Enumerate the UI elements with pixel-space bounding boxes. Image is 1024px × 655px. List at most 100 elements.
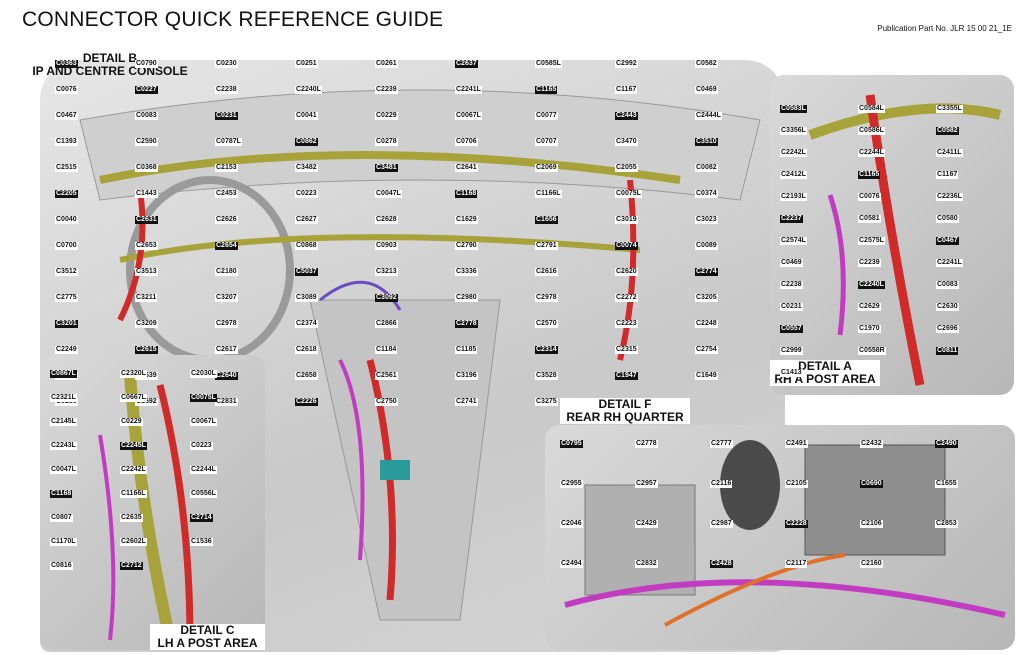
connector-label: C2428	[710, 560, 733, 568]
connector-label: C2616	[535, 268, 558, 276]
connector-label: C2491	[785, 440, 808, 448]
detail-f-line2: REAR RH QUARTER	[566, 410, 684, 424]
connector-label: C3205	[695, 294, 718, 302]
connector-label: C0047L	[50, 466, 77, 474]
connector-label: C2153	[215, 164, 238, 172]
connector-label: C2640	[215, 372, 238, 380]
connector-label: C1168	[455, 190, 478, 198]
connector-label: C3510	[695, 138, 718, 146]
connector-label: C2228	[785, 520, 808, 528]
connector-label: C2626	[215, 216, 238, 224]
connector-label: C2978	[215, 320, 238, 328]
connector-label: C0075L	[615, 190, 642, 198]
connector-label: C3482	[295, 164, 318, 172]
connector-label: C3201	[55, 320, 78, 328]
connector-label: C0231	[215, 112, 238, 120]
connector-label: C0580	[936, 215, 959, 223]
connector-label: C0223	[295, 190, 318, 198]
connector-label: C0231	[780, 303, 803, 311]
connector-label: C1629	[455, 216, 478, 224]
connector-label: C0227	[135, 86, 158, 94]
connector-label: C2853	[935, 520, 958, 528]
connector-label: C2320L	[120, 370, 147, 378]
connector-label: C0229	[375, 112, 398, 120]
detail-b-caption: DETAIL B IP AND CENTRE CONSOLE	[10, 52, 210, 78]
connector-label: C2741	[455, 398, 478, 406]
connector-label: C0706	[455, 138, 478, 146]
connector-label: C2117	[785, 560, 808, 568]
connector-label: C0067L	[190, 418, 217, 426]
detail-f-caption: DETAIL F REAR RH QUARTER	[560, 398, 690, 424]
connector-label: C2321L	[50, 394, 77, 402]
connector-label: C0811	[936, 347, 959, 355]
connector-label: C3513	[135, 268, 158, 276]
detail-a-line1: DETAIL A	[798, 359, 852, 373]
detail-c-caption: DETAIL C LH A POST AREA	[150, 624, 265, 650]
detail-c-line1: DETAIL C	[180, 623, 235, 637]
connector-label: C2957	[635, 480, 658, 488]
connector-label: C2055	[615, 164, 638, 172]
connector-label: C0581	[858, 215, 881, 223]
connector-label: C2245L	[120, 442, 147, 450]
connector-label: C0667L	[120, 394, 147, 402]
connector-label: C0040	[55, 216, 78, 224]
connector-label: C2223	[615, 320, 638, 328]
connector-label: C0469	[695, 86, 718, 94]
connector-label: C2627	[295, 216, 318, 224]
connector-label: C2602L	[120, 538, 147, 546]
connector-label: C2630	[936, 303, 959, 311]
connector-label: C0047L	[375, 190, 402, 198]
connector-label: C0586L	[858, 127, 885, 135]
connector-label: C2791	[535, 242, 558, 250]
connector-label: C3023	[695, 216, 718, 224]
connector-label: C1443	[135, 190, 158, 198]
connector-label: C2236L	[936, 193, 963, 201]
connector-label: C1970	[858, 325, 881, 333]
publication-number: Publication Part No. JLR 15 00 21_1E	[877, 24, 1012, 33]
connector-label: C3019	[615, 216, 638, 224]
connector-label: C2515	[55, 164, 78, 172]
connector-label: C2193L	[780, 193, 807, 201]
connector-label: C2314	[535, 346, 558, 354]
connector-label: C2750	[375, 398, 398, 406]
connector-label: C1656	[535, 216, 558, 224]
connector-label: C0261	[375, 60, 398, 68]
connector-label: C2180	[215, 268, 238, 276]
connector-label: C0807	[50, 514, 73, 522]
connector-label: C2411L	[936, 149, 963, 157]
connector-label: C0083	[936, 281, 959, 289]
connector-label: C2444L	[695, 112, 722, 120]
connector-label: C0556L	[190, 490, 217, 498]
connector-label: C2248	[695, 320, 718, 328]
connector-label: C2205	[55, 190, 78, 198]
connector-label: C2831	[215, 398, 238, 406]
detail-b-line2: IP AND CENTRE CONSOLE	[32, 64, 188, 78]
connector-label: C2631	[135, 216, 158, 224]
connector-label: C0583L	[780, 105, 807, 113]
page-title: CONNECTOR QUICK REFERENCE GUIDE	[22, 8, 444, 31]
connector-label: C2030L	[190, 370, 217, 378]
connector-label: C1393	[55, 138, 78, 146]
connector-label: C0707	[535, 138, 558, 146]
connector-label: C2315	[615, 346, 638, 354]
connector-label: C0862	[295, 138, 318, 146]
connector-label: C2629	[858, 303, 881, 311]
connector-label: C3336	[455, 268, 478, 276]
connector-label: C1165	[858, 171, 881, 179]
connector-label: C2240L	[295, 86, 322, 94]
connector-label: C2241L	[936, 259, 963, 267]
connector-label: C1413	[780, 369, 803, 377]
connector-label: C2244L	[190, 466, 217, 474]
connector-label: C2620	[615, 268, 638, 276]
connector-label: C2653	[135, 242, 158, 250]
connector-label: C2696	[936, 325, 959, 333]
connector-label: C1184	[375, 346, 398, 354]
connector-label: C0582	[936, 127, 959, 135]
connector-label: C0557	[780, 325, 803, 333]
connector-label: C0787L	[215, 138, 242, 146]
connector-label: C2237	[780, 215, 803, 223]
connector-label: C0077	[535, 112, 558, 120]
connector-label: C2790	[455, 242, 478, 250]
connector-label: C1168	[50, 490, 73, 498]
connector-label: C2778	[635, 440, 658, 448]
